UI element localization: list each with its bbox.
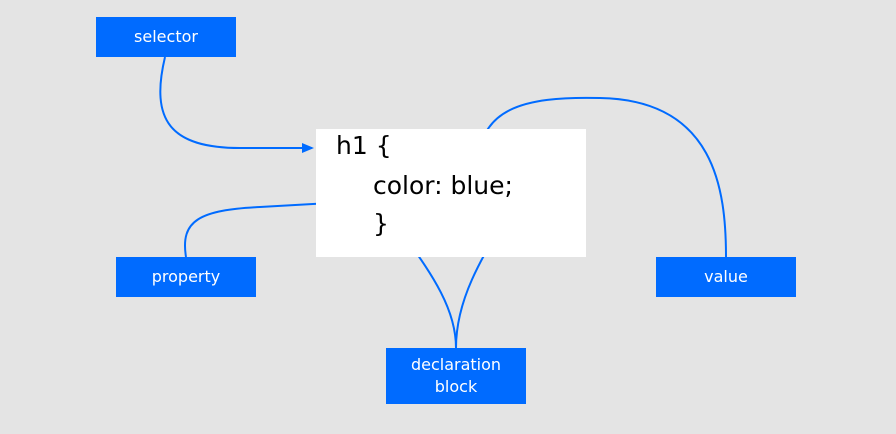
code-selector-line: h1 { — [336, 131, 392, 160]
selector-arrow — [159, 56, 314, 153]
code-closing-brace: } — [373, 209, 389, 238]
property-label-text: property — [151, 267, 221, 286]
value-label-text: value — [704, 267, 748, 286]
selector-label: selector — [96, 17, 236, 57]
property-label: property — [116, 257, 256, 297]
declaration-block-label: declaration block — [386, 348, 526, 404]
selector-label-text: selector — [134, 27, 198, 46]
code-declaration-line: color: blue; — [373, 171, 513, 200]
declaration-block-label-line2: block — [434, 377, 478, 396]
code-block: h1 { color: blue; } — [316, 129, 586, 257]
declaration-block-label-line1: declaration — [410, 355, 502, 374]
value-label: value — [656, 257, 796, 297]
